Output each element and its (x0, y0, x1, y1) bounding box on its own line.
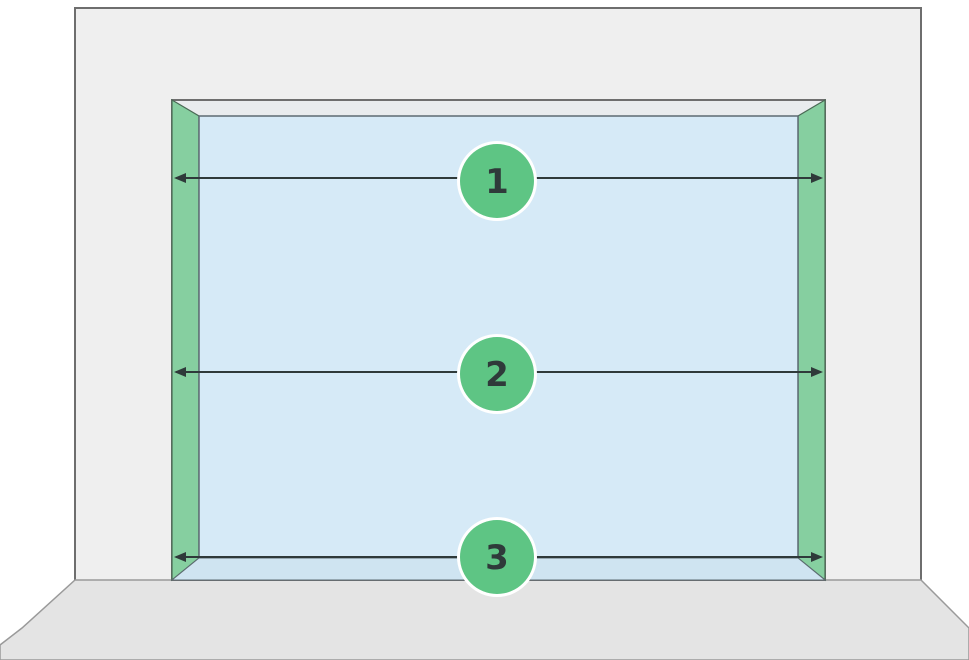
arrowhead-right-icon (811, 173, 823, 183)
right-jamb (797, 98, 826, 582)
marker-label-1: 1 (485, 162, 509, 202)
marker-label-2: 2 (485, 355, 509, 395)
arrowhead-left-icon (174, 552, 186, 562)
left-jamb (171, 98, 200, 582)
measurement-marker-1: 1 (457, 141, 537, 221)
arrowhead-right-icon (811, 367, 823, 377)
marker-label-3: 3 (485, 538, 509, 578)
arrowhead-left-icon (174, 367, 186, 377)
arrowhead-right-icon (811, 552, 823, 562)
measurement-marker-2: 2 (457, 334, 537, 414)
measurement-marker-3: 3 (457, 517, 537, 597)
arrowhead-left-icon (174, 173, 186, 183)
floor (0, 579, 969, 660)
